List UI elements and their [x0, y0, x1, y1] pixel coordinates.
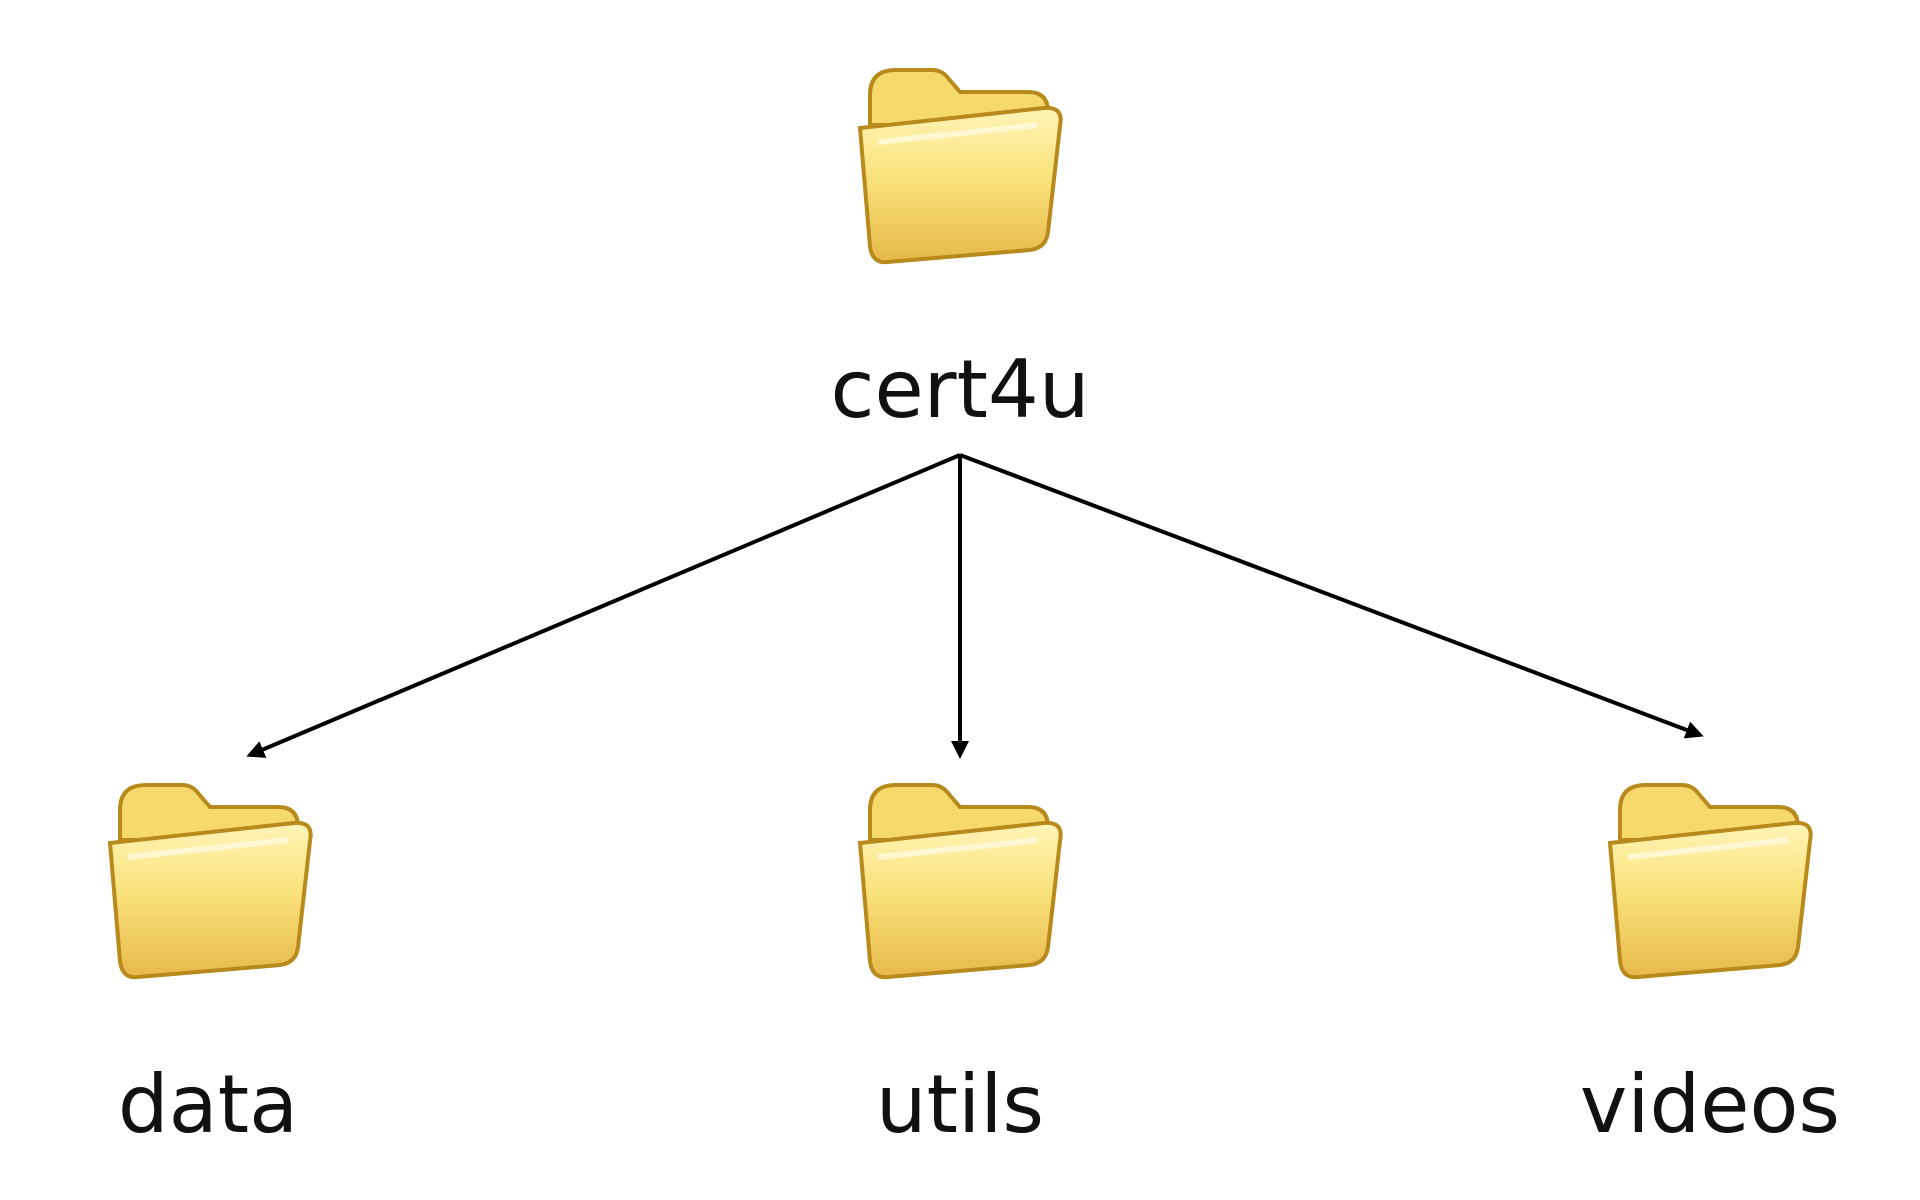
data-folder-label: data [117, 1058, 299, 1151]
root-folder-label: cert4u [830, 343, 1090, 436]
root-folder-icon[interactable] [850, 50, 1070, 270]
arrow-to-data [246, 453, 961, 758]
utils-folder-icon[interactable] [850, 765, 1070, 985]
videos-folder-icon[interactable] [1600, 765, 1820, 985]
data-folder-icon[interactable] [100, 765, 320, 985]
utils-folder-label: utils [875, 1058, 1045, 1151]
videos-folder-label: videos [1579, 1058, 1841, 1151]
arrow-to-videos [959, 453, 1704, 739]
